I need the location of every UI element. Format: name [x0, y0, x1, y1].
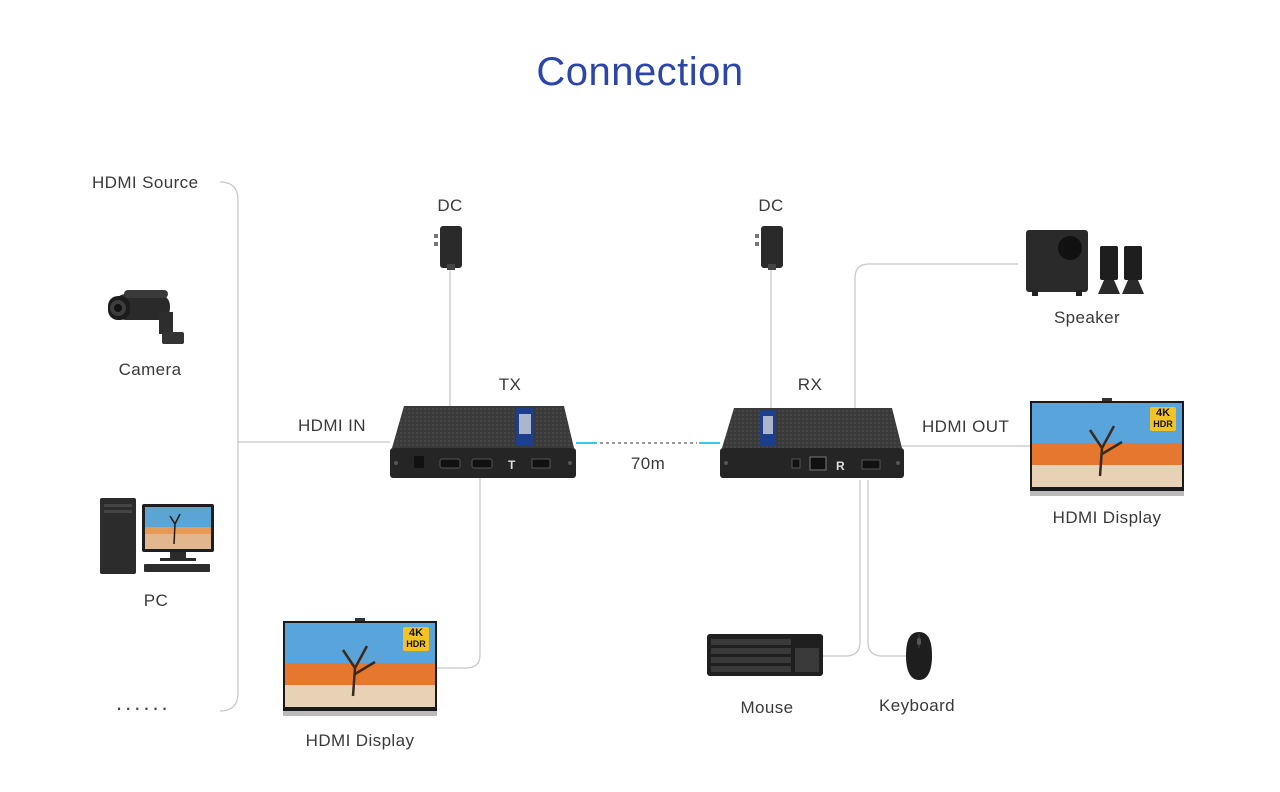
speaker-label: Speaker: [1053, 308, 1121, 327]
camera-icon: [108, 290, 184, 344]
speaker-line: [854, 263, 1018, 410]
source-bracket: [219, 181, 239, 712]
mouse-label: Mouse: [740, 698, 794, 717]
keyboard-icon: [707, 634, 823, 676]
mouse-icon: [906, 632, 932, 680]
keyboard-label: Keyboard: [879, 696, 955, 715]
rx-hdmi-display-label: HDMI Display: [1052, 508, 1162, 527]
tx-dc-label: DC: [437, 196, 463, 215]
tx-hdmi-display-label: HDMI Display: [305, 731, 415, 750]
hdmi-source-label: HDMI Source: [92, 173, 199, 192]
svg-text:T: T: [508, 458, 516, 472]
4k-badge-line1: 4K: [1155, 407, 1171, 419]
camera-label: Camera: [118, 360, 182, 379]
rx-power-adapter-icon: [755, 226, 783, 270]
page-title: Connection: [536, 50, 744, 94]
tx-power-adapter-icon: [434, 226, 462, 270]
pc-label: PC: [143, 591, 169, 610]
mouse-usb-line: [867, 480, 906, 657]
rx-dc-label: DC: [758, 196, 784, 215]
4k-badge-line2: HDR: [1153, 419, 1173, 429]
pc-icon: [100, 498, 214, 574]
4k-badge-line2: HDR: [406, 639, 426, 649]
keyboard-usb-line: [822, 480, 861, 657]
speaker-icon: [1026, 230, 1144, 296]
tx-label: TX: [498, 375, 522, 394]
rx-hdmi-display: 4K HDR: [1030, 398, 1184, 498]
svg-text:R: R: [836, 459, 845, 473]
hdmi-in-label: HDMI IN: [298, 416, 366, 435]
4k-badge-line1: 4K: [408, 627, 424, 639]
rx-receiver-device: R: [720, 408, 904, 478]
tx-loop-line: [437, 478, 481, 669]
rx-label: RX: [797, 375, 823, 394]
distance-label: 70m: [630, 454, 666, 473]
hdmi-out-label: HDMI OUT: [922, 417, 1010, 436]
more-sources: ......: [116, 690, 171, 715]
tx-transmitter-device: T: [390, 406, 576, 478]
tx-hdmi-display: 4K HDR: [283, 618, 437, 720]
